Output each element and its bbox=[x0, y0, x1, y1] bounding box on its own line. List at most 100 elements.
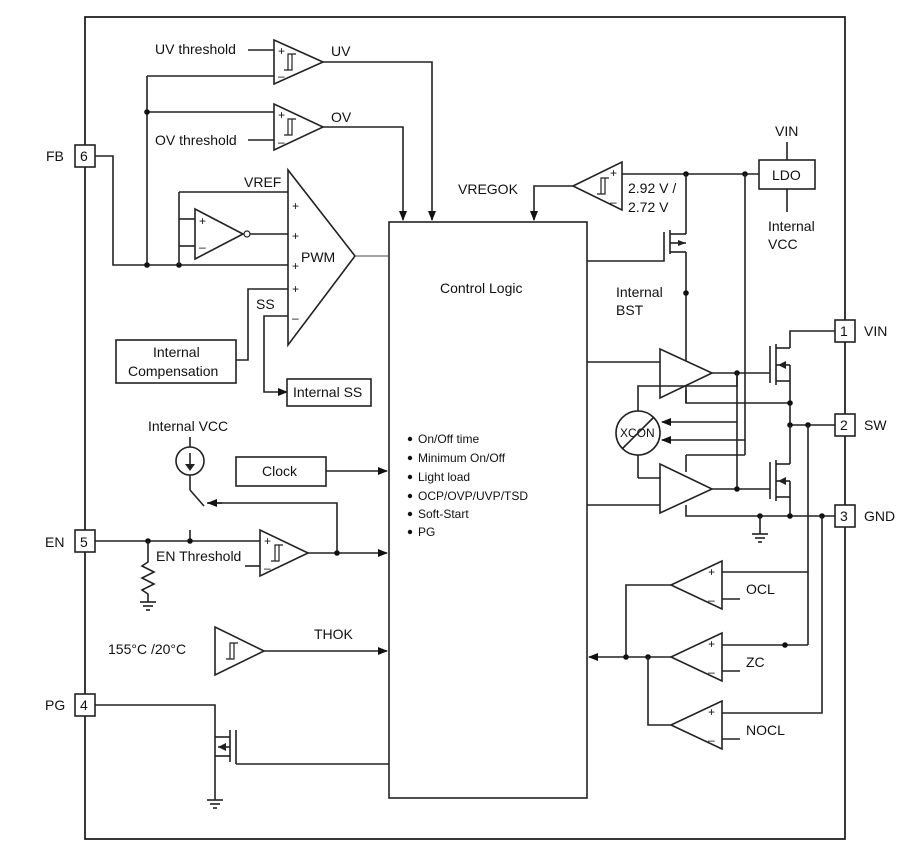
zc-label: ZC bbox=[746, 654, 765, 670]
svg-text:3: 3 bbox=[840, 508, 848, 524]
control-logic-item: Soft-Start bbox=[418, 507, 469, 521]
thermal-comparator bbox=[214, 625, 266, 677]
control-logic-list: On/Off time Minimum On/Off Light load OC… bbox=[407, 432, 528, 539]
svg-text:1: 1 bbox=[840, 323, 848, 339]
pg-mosfet bbox=[214, 728, 237, 764]
svg-text:5: 5 bbox=[80, 534, 88, 550]
svg-text:Internal: Internal bbox=[153, 344, 200, 360]
nocl-label: NOCL bbox=[746, 722, 785, 738]
svg-text:+: + bbox=[292, 199, 299, 213]
svg-text:GND: GND bbox=[864, 508, 895, 524]
internal-compensation-box: Internal Compensation bbox=[115, 339, 237, 384]
en-threshold-label: EN Threshold bbox=[156, 548, 241, 564]
control-logic-item: Minimum On/Off bbox=[418, 451, 506, 465]
internal-vcc-en-label: Internal VCC bbox=[148, 418, 228, 434]
svg-text:+: + bbox=[292, 229, 299, 243]
svg-text:4: 4 bbox=[80, 697, 88, 713]
vregok-label: VREGOK bbox=[458, 181, 519, 197]
nocl-comparator: + – bbox=[669, 699, 723, 751]
ocl-comparator: + – bbox=[669, 559, 723, 611]
svg-text:+: + bbox=[292, 282, 299, 296]
svg-text:EN: EN bbox=[45, 534, 64, 550]
temp-threshold-label: 155°C /20°C bbox=[108, 641, 186, 657]
ov-label: OV bbox=[331, 109, 352, 125]
control-logic-item: On/Off time bbox=[418, 432, 479, 446]
svg-text:6: 6 bbox=[80, 148, 88, 164]
pin-gnd: 3 GND bbox=[834, 504, 895, 528]
ldo-box: LDO bbox=[758, 159, 816, 190]
ss-label: SS bbox=[256, 296, 275, 312]
svg-text:–: – bbox=[278, 135, 285, 149]
ground-icon bbox=[207, 799, 223, 809]
pin-fb: FB 6 bbox=[46, 144, 96, 168]
svg-text:XCON: XCON bbox=[620, 426, 655, 440]
clock-box: Clock bbox=[235, 456, 327, 487]
internal-bst-label: Internal bbox=[616, 284, 663, 300]
svg-text:–: – bbox=[199, 240, 206, 254]
internal-vcc-label: Internal bbox=[768, 218, 815, 234]
internal-ss-box: Internal SS bbox=[286, 378, 372, 407]
svg-text:Clock: Clock bbox=[262, 463, 298, 479]
svg-text:PG: PG bbox=[45, 697, 65, 713]
svg-text:FB: FB bbox=[46, 148, 64, 164]
svg-text:Compensation: Compensation bbox=[128, 363, 218, 379]
en-pulldown-resistor bbox=[140, 541, 156, 602]
svg-text:–: – bbox=[708, 665, 715, 679]
low-side-driver bbox=[659, 462, 714, 515]
svg-text:+: + bbox=[708, 565, 715, 579]
svg-text:–: – bbox=[264, 561, 271, 575]
pin-vin: 1 VIN bbox=[834, 319, 887, 343]
svg-text:SW: SW bbox=[864, 417, 887, 433]
svg-text:Internal SS: Internal SS bbox=[293, 384, 362, 400]
svg-text:+: + bbox=[292, 259, 299, 273]
ground-icon bbox=[752, 533, 768, 543]
svg-text:–: – bbox=[610, 195, 617, 209]
svg-text:–: – bbox=[708, 593, 715, 607]
svg-text:VIN: VIN bbox=[864, 323, 887, 339]
pwm-label: PWM bbox=[301, 249, 335, 265]
internal-bst-label: BST bbox=[616, 302, 644, 318]
uv-comparator: + – bbox=[273, 38, 325, 86]
svg-text:–: – bbox=[278, 69, 285, 83]
svg-text:+: + bbox=[708, 705, 715, 719]
vreg-threshold-label: 2.72 V bbox=[628, 199, 669, 215]
control-logic-title: Control Logic bbox=[440, 280, 523, 296]
svg-text:+: + bbox=[278, 108, 285, 122]
control-logic-item: Light load bbox=[418, 470, 470, 484]
ov-comparator: + – bbox=[273, 102, 325, 152]
svg-text:+: + bbox=[278, 44, 285, 58]
high-side-mosfet bbox=[769, 344, 790, 385]
xcon-block: XCON bbox=[615, 410, 661, 456]
en-comparator: + – bbox=[259, 528, 310, 578]
control-logic-item: PG bbox=[418, 525, 435, 539]
ov-threshold-label: OV threshold bbox=[155, 132, 237, 148]
svg-text:2: 2 bbox=[840, 417, 848, 433]
svg-text:+: + bbox=[199, 214, 206, 228]
low-side-mosfet bbox=[769, 460, 790, 501]
vref-label: VREF bbox=[244, 174, 281, 190]
bst-switch-mosfet bbox=[663, 230, 686, 254]
pwm-comparator: + + + + – bbox=[287, 167, 357, 348]
vreg-threshold-label: 2.92 V / bbox=[628, 180, 676, 196]
current-source-icon bbox=[175, 446, 205, 476]
uv-threshold-label: UV threshold bbox=[155, 41, 236, 57]
vin-top-label: VIN bbox=[775, 123, 798, 139]
svg-text:+: + bbox=[610, 166, 617, 180]
ocl-label: OCL bbox=[746, 581, 775, 597]
svg-text:–: – bbox=[708, 733, 715, 747]
pin-sw: 2 SW bbox=[834, 413, 887, 437]
uv-label: UV bbox=[331, 43, 351, 59]
internal-vcc-label: VCC bbox=[768, 236, 798, 252]
control-logic-block bbox=[388, 221, 588, 799]
control-logic-item: OCP/OVP/UVP/TSD bbox=[418, 489, 528, 503]
thok-label: THOK bbox=[314, 626, 354, 642]
pin-pg: PG 4 bbox=[45, 693, 96, 717]
svg-text:–: – bbox=[292, 311, 299, 325]
pin-en: EN 5 bbox=[45, 529, 96, 553]
zc-comparator: + – bbox=[669, 631, 723, 683]
svg-text:+: + bbox=[264, 534, 271, 548]
fb-buffer-amplifier: + – bbox=[194, 207, 251, 261]
ground-icon bbox=[140, 601, 156, 611]
vregok-comparator: + – bbox=[571, 160, 623, 212]
